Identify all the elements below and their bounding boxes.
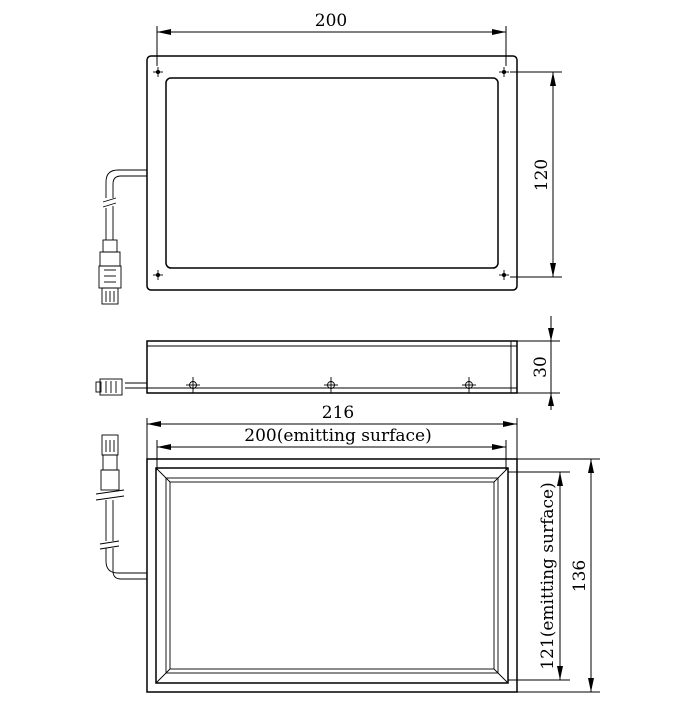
bottom-view-connector [100, 434, 120, 491]
top-view-inner-panel [165, 77, 499, 269]
top-view: 200 120 [98, 11, 562, 305]
top-view-outer-frame [146, 55, 518, 291]
top-width-label: 200 [315, 11, 347, 31]
side-view-body [146, 340, 518, 394]
top-view-screws [153, 67, 509, 280]
screw-icon [462, 377, 476, 393]
screw-icon [153, 270, 163, 280]
side-thickness-label: 30 [531, 356, 551, 378]
top-height-label: 120 [532, 159, 552, 191]
bottom-emitting-width-dimension: 200(emitting surface) [156, 426, 507, 470]
bottom-view-bezel-outer [155, 467, 509, 684]
bottom-overall-height-label: 136 [570, 560, 590, 592]
side-view-screws [186, 377, 476, 393]
screw-icon [499, 270, 509, 280]
top-view-cable [102, 169, 147, 240]
side-view-connector [95, 378, 147, 396]
screw-icon [153, 67, 163, 77]
top-height-dimension: 120 [510, 71, 562, 278]
side-thickness-dimension: 30 [517, 316, 560, 410]
screw-icon [499, 67, 509, 77]
bottom-overall-width-dimension: 216 [146, 403, 518, 459]
bottom-view: 216 200(emitting surface) 121(emitting s… [95, 403, 600, 693]
screw-icon [324, 377, 338, 393]
bottom-view-emitting-surface [169, 481, 495, 670]
screw-icon [186, 377, 200, 393]
side-view: 30 [95, 316, 560, 410]
top-view-connector [98, 239, 122, 305]
bottom-emitting-height-dimension: 121(emitting surface) [508, 471, 570, 681]
bottom-overall-height-dimension: 136 [517, 458, 600, 693]
top-width-dimension: 200 [156, 11, 507, 66]
bottom-view-cable [95, 489, 147, 580]
bottom-view-outer-frame [146, 458, 518, 693]
bottom-view-bezel-inner [165, 477, 499, 674]
bottom-overall-width-label: 216 [322, 403, 354, 423]
bottom-emitting-height-label: 121(emitting surface) [538, 482, 558, 669]
bottom-emitting-width-label: 200(emitting surface) [244, 426, 431, 446]
